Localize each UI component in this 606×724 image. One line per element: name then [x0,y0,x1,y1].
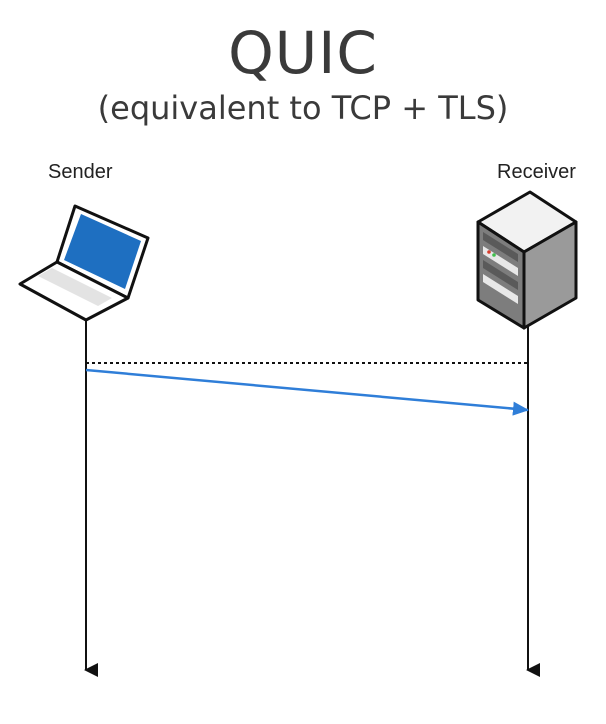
diagram-subtitle: (equivalent to TCP + TLS) [97,89,509,127]
laptop-icon [18,204,150,322]
receiver-label: Receiver [497,161,576,183]
diagram-title: QUIC [228,19,378,87]
message-arrow [85,368,529,416]
sender-label: Sender [48,161,113,183]
server-icon [476,190,578,330]
